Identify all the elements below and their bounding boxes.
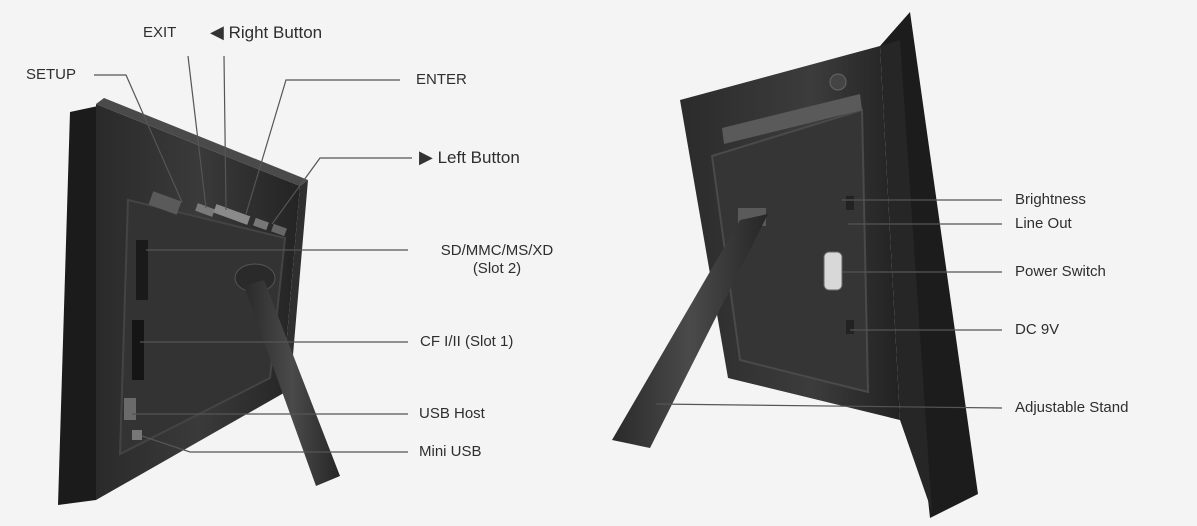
setup-button xyxy=(148,191,182,215)
left-frame-bezel xyxy=(58,106,98,505)
right-photo-frame xyxy=(612,12,978,518)
left-photo-frame xyxy=(58,98,340,505)
mini-usb-leader xyxy=(141,435,408,453)
enter-label: ENTER xyxy=(416,71,467,89)
left-button-label-text: Left Button xyxy=(437,148,520,167)
line-out-label-text: Line Out xyxy=(1015,215,1072,232)
adjustable-stand-leader xyxy=(655,403,1003,409)
left-frame-top-edge xyxy=(96,98,308,186)
brightness-knob xyxy=(829,73,847,91)
adjustable-stand-label-text: Adjustable Stand xyxy=(1015,399,1129,416)
sd-slot-label-line2: (Slot 2) xyxy=(472,260,522,277)
right-frame-side-edge xyxy=(880,40,932,512)
dc-9v-port xyxy=(846,320,854,334)
right-button-label: ◀ Right Button xyxy=(210,23,322,42)
left-pointing-triangle-icon: ◀ xyxy=(210,22,224,42)
right-frame-top-strap xyxy=(722,94,862,144)
cf-slot-label: CF I/II (Slot 1) xyxy=(420,333,513,351)
dc-label: DC 9V xyxy=(1015,321,1059,339)
exit-label-text: EXIT xyxy=(143,24,177,41)
adjustable-stand-label: Adjustable Stand xyxy=(1015,399,1128,417)
right-button-label-text: Right Button xyxy=(228,23,323,42)
exit-label: EXIT xyxy=(143,24,176,42)
brightness-label-text: Brightness xyxy=(1015,191,1086,208)
power-switch-label: Power Switch xyxy=(1015,263,1106,281)
left-frame-inner-panel xyxy=(118,198,287,456)
usb-host-label-text: USB Host xyxy=(419,405,485,422)
sd-slot-label-line1: SD/MMC/MS/XD xyxy=(440,242,554,259)
exit-leader xyxy=(187,55,207,209)
left-adjustable-stand xyxy=(244,280,340,486)
left-leader-lines xyxy=(94,55,412,453)
mini-usb-label: Mini USB xyxy=(419,443,482,461)
line-out-label: Line Out xyxy=(1015,215,1072,233)
cf-slot xyxy=(132,320,144,380)
usb-host-label: USB Host xyxy=(419,405,485,423)
right-frame-inner-panel xyxy=(710,108,870,394)
usb-host-port xyxy=(124,398,136,420)
right-pointing-triangle-icon: ▶ xyxy=(419,147,433,167)
left-button-leader xyxy=(271,157,412,225)
brightness-label: Brightness xyxy=(1015,191,1086,209)
setup-label-text: SETUP xyxy=(26,66,77,83)
enter-button xyxy=(253,217,269,231)
sd-slot xyxy=(136,240,148,300)
dc-label-text: DC 9V xyxy=(1015,321,1060,338)
sd-slot-label: SD/MMC/MS/XD (Slot 2) xyxy=(417,242,577,278)
exit-button xyxy=(195,203,215,217)
enter-leader xyxy=(245,79,400,215)
left-button xyxy=(271,223,287,237)
right-button xyxy=(213,204,251,225)
mini-usb-port xyxy=(132,430,142,440)
cf-slot-label-text: CF I/II (Slot 1) xyxy=(420,333,514,350)
power-switch xyxy=(823,251,843,291)
setup-label: SETUP xyxy=(26,66,76,84)
right-adjustable-stand xyxy=(612,214,768,448)
power-switch-label-text: Power Switch xyxy=(1015,263,1106,280)
left-frame-side-edge xyxy=(282,180,308,394)
left-button-label: ▶ Left Button xyxy=(419,148,520,167)
mini-usb-label-text: Mini USB xyxy=(419,443,482,460)
setup-leader xyxy=(94,74,183,203)
line-out-port xyxy=(846,196,854,210)
right-button-leader xyxy=(223,55,227,211)
enter-label-text: ENTER xyxy=(416,71,467,88)
right-leader-lines xyxy=(655,199,1003,409)
